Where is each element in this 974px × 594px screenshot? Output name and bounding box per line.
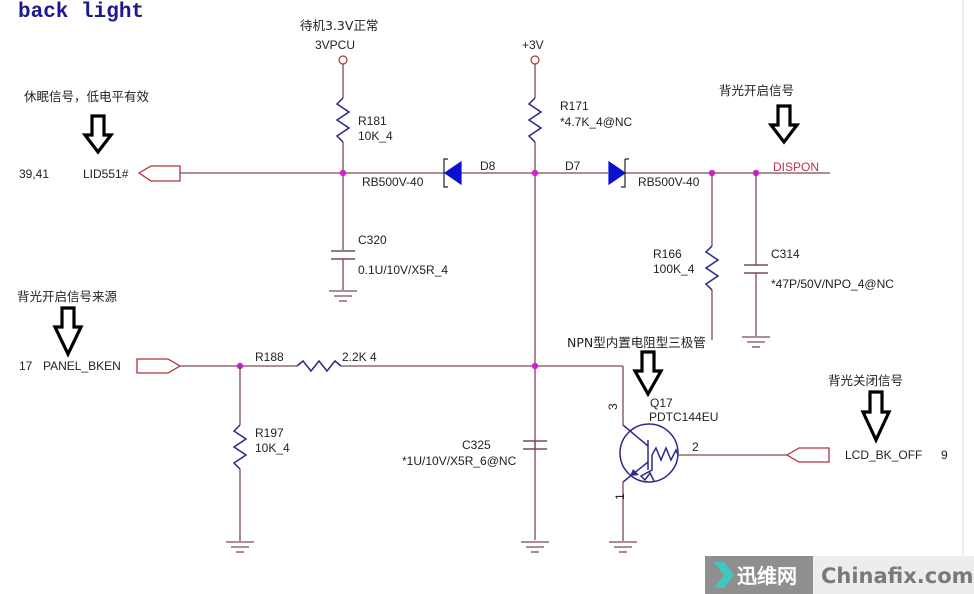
c325-value: *1U/10V/X5R_6@NC bbox=[402, 454, 517, 468]
lid-net-name: LID551# bbox=[83, 167, 129, 181]
ground-icon bbox=[226, 541, 254, 553]
ground-icon bbox=[329, 290, 357, 302]
c314-value: *47P/50V/NPO_4@NC bbox=[771, 277, 894, 291]
r166-ref: R166 bbox=[653, 247, 682, 261]
r188-value: 2.2K 4 bbox=[342, 350, 377, 364]
r197-ref: R197 bbox=[255, 426, 284, 440]
d7-ref: D7 bbox=[565, 159, 581, 173]
down-arrow-icon bbox=[81, 114, 115, 155]
lcd-bk-off-net-name: LCD_BK_OFF bbox=[845, 448, 922, 462]
lid-net-pages: 39,41 bbox=[19, 167, 49, 181]
bl-off-signal-note: 背光关闭信号 bbox=[828, 373, 903, 388]
resistor-r197 bbox=[232, 424, 248, 470]
r171-ref: R171 bbox=[560, 99, 589, 113]
resistor-r188 bbox=[296, 359, 342, 373]
npn-transistor-q17-icon bbox=[619, 423, 679, 483]
c325-ref: C325 bbox=[462, 438, 491, 452]
q17-ref: Q17 bbox=[650, 396, 673, 410]
bl-on-signal-note: 背光开启信号 bbox=[719, 83, 794, 98]
q17-part: PDTC144EU bbox=[649, 410, 718, 424]
down-arrow-icon bbox=[860, 390, 892, 444]
resistor-r171 bbox=[527, 97, 543, 143]
c314-ref: C314 bbox=[771, 247, 800, 261]
down-arrow-icon bbox=[632, 350, 664, 398]
power-rail-3v: +3V bbox=[522, 38, 544, 52]
ground-icon bbox=[609, 541, 637, 553]
chevron-right-icon bbox=[714, 562, 734, 588]
q17-pin-collector: 3 bbox=[606, 403, 620, 410]
r188-ref: R188 bbox=[255, 350, 284, 364]
panel-bken-net-name: PANEL_BKEN bbox=[43, 359, 121, 373]
r181-ref: R181 bbox=[358, 114, 387, 128]
down-arrow-icon bbox=[52, 306, 84, 358]
diode-d7-icon bbox=[608, 158, 629, 188]
resistor-r181 bbox=[335, 97, 351, 143]
ground-icon bbox=[742, 336, 770, 348]
diode-d8-icon bbox=[443, 158, 462, 188]
junction-dot bbox=[531, 169, 539, 177]
c320-value: 0.1U/10V/X5R_4 bbox=[358, 263, 448, 277]
standby-note: 待机3.3V正常 bbox=[300, 18, 378, 33]
d7-part: RB500V-40 bbox=[638, 175, 700, 189]
bl-on-source-note: 背光开启信号来源 bbox=[17, 289, 118, 304]
ground-icon bbox=[521, 541, 549, 553]
r166-value: 100K_4 bbox=[653, 262, 695, 276]
down-arrow-icon bbox=[767, 104, 801, 145]
r197-value: 10K_4 bbox=[255, 441, 290, 455]
power-terminal-3v bbox=[530, 55, 540, 65]
schematic-title: back light bbox=[18, 1, 144, 24]
lcd-bk-off-pages: 9 bbox=[941, 448, 948, 462]
q17-pin-emitter: 1 bbox=[613, 493, 627, 500]
lcd-bk-off-port-connector[interactable] bbox=[785, 447, 830, 463]
dispon-net-name: DISPON bbox=[773, 160, 819, 174]
power-rail-3vpcu: 3VPCU bbox=[315, 38, 355, 52]
power-terminal-3vpcu bbox=[338, 55, 348, 65]
d8-part: RB500V-40 bbox=[362, 175, 424, 189]
watermark-logo: 迅维网 Chinafix.com bbox=[705, 556, 974, 594]
r171-value: *4.7K_4@NC bbox=[560, 115, 633, 129]
sleep-signal-note: 休眠信号，低电平有效 bbox=[24, 89, 150, 104]
junction-dot bbox=[339, 169, 347, 177]
lid-port-connector[interactable] bbox=[137, 165, 181, 182]
watermark-en: Chinafix.com bbox=[821, 564, 974, 588]
panel-bken-port-connector[interactable] bbox=[136, 358, 182, 374]
r181-value: 10K_4 bbox=[358, 129, 393, 143]
c320-ref: C320 bbox=[358, 233, 387, 247]
resistor-r166 bbox=[704, 245, 720, 291]
q17-pin-base: 2 bbox=[692, 440, 699, 454]
panel-bken-pages: 17 bbox=[19, 359, 33, 373]
npn-transistor-note: NPN型内置电阻型三极管 bbox=[567, 335, 706, 350]
junction-dot bbox=[531, 362, 539, 370]
watermark-cn: 迅维网 bbox=[737, 564, 797, 588]
d8-ref: D8 bbox=[480, 159, 496, 173]
